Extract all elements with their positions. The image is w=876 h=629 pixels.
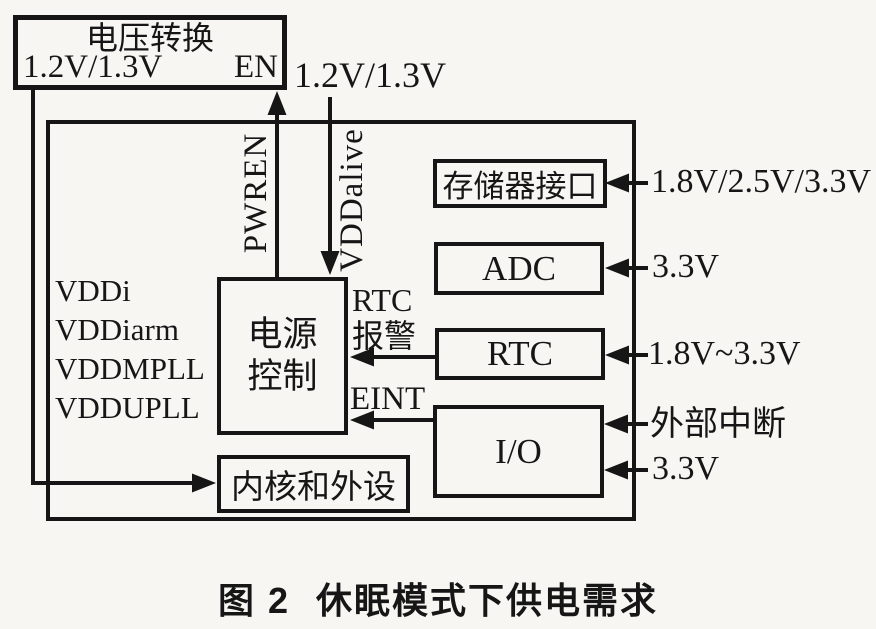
voltage-converter-title: 电压转换 [85, 20, 214, 56]
figure-number: 图 2 [217, 580, 290, 621]
adc-box: ADC [434, 242, 604, 295]
vdd-rails-list: VDDi VDDiarm VDDMPLL VDDUPLL [55, 271, 205, 427]
vddalive-supply-label: 1.2V/1.3V [294, 55, 446, 95]
vdd-rail: VDDi [55, 273, 131, 308]
soc-boundary-box [46, 120, 636, 521]
vddalive-signal-label: VDDalive [334, 128, 370, 272]
rtc-box: RTC [435, 328, 605, 380]
power-control-label-line2: 控制 [247, 357, 318, 396]
vdd-rail: VDDiarm [55, 312, 179, 347]
figure-title: 休眠模式下供电需求 [316, 580, 659, 621]
voltage-converter-en-pin: EN [234, 49, 278, 85]
rtc-alarm-line2: 报警 [352, 318, 417, 354]
adc-supply-label: 3.3V [652, 248, 720, 285]
arrow-up-icon [267, 91, 287, 115]
rtc-alarm-line1: RTC [352, 282, 413, 318]
voltage-converter-pins: 1.2V/1.3V EN [23, 51, 278, 84]
vdd-rail: VDDUPLL [55, 390, 200, 425]
rtc-supply-label: 1.8V~3.3V [648, 335, 801, 372]
voltage-converter-box: 电压转换 1.2V/1.3V EN [13, 15, 287, 90]
io-supply-label: 3.3V [652, 450, 720, 487]
power-control-box: 电源 控制 [217, 277, 348, 435]
figure-caption: 图 2 休眠模式下供电需求 [0, 572, 876, 624]
power-control-label-line1: 电源 [247, 315, 318, 354]
vdd-rail: VDDMPLL [55, 351, 205, 386]
eint-signal-label: EINT [350, 381, 426, 417]
pwren-signal-label: PWREN [238, 132, 274, 254]
memory-interface-box: 存储器接口 [433, 159, 607, 208]
voltage-converter-output-range: 1.2V/1.3V [23, 49, 163, 85]
rtc-alarm-signal-label: RTC 报警 [352, 282, 416, 354]
core-peripherals-box: 内核和外设 [217, 455, 410, 513]
external-interrupt-label: 外部中断 [650, 406, 786, 443]
io-box: I/O [433, 405, 604, 498]
memory-interface-supply-label: 1.8V/2.5V/3.3V [651, 163, 872, 200]
